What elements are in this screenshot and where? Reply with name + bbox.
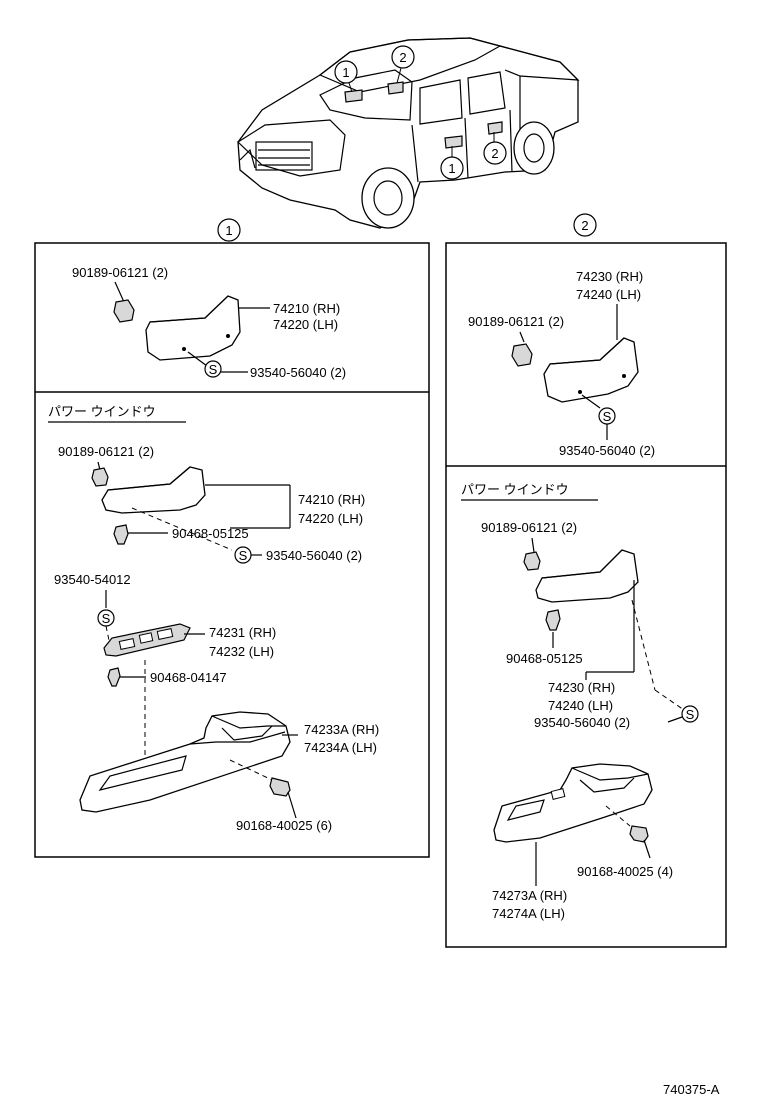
panel1p-switch-rh: 74231 (RH)	[209, 625, 276, 640]
panel2p-handle-lh: 74240 (LH)	[548, 698, 613, 713]
panel2p-base-part	[493, 763, 653, 843]
svg-text:S: S	[102, 611, 111, 626]
panel1p-switch-screw-label: 93540-54012	[54, 572, 131, 587]
panel1p-retainer-label: 90468-05125	[172, 526, 249, 541]
panel2p-handle-rh: 74230 (RH)	[548, 680, 615, 695]
panel1-handle-rh: 74210 (RH)	[273, 301, 340, 316]
vehicle-callout-1-front: 1	[334, 60, 358, 93]
svg-text:1: 1	[448, 161, 455, 176]
panel1p-base-part	[79, 711, 291, 813]
diagram-code: 740375-A	[663, 1082, 720, 1097]
svg-text:2: 2	[399, 50, 406, 65]
panel-1-standard: 90189-06121 (2) 74210 (RH) 74220 (LH) S …	[72, 265, 346, 380]
vehicle-callout-2-door: 2	[483, 132, 507, 165]
panel1-handle-part	[145, 295, 241, 361]
panel2p-retainer-label: 90468-05125	[506, 651, 583, 666]
panel1-clip-part	[113, 299, 135, 323]
panel1-handle-lh: 74220 (LH)	[273, 317, 338, 332]
panel1-power-heading: パワー ウインドウ	[48, 404, 156, 419]
panel2p-bolt-part	[629, 825, 649, 843]
panel2p-clip-part	[523, 551, 541, 571]
panel1p-screw-label: 93540-56040 (2)	[266, 548, 362, 563]
svg-text:1: 1	[225, 223, 232, 238]
panel2-screw-label: 93540-56040 (2)	[559, 443, 655, 458]
panel-1-frame	[34, 242, 430, 858]
panel2p-bolt-label: 90168-40025 (4)	[577, 864, 673, 879]
panel2p-base-rh: 74273A (RH)	[492, 888, 567, 903]
panel-2-power-window: パワー ウインドウ 90189-06121 (2) 90468-05125 74…	[461, 482, 699, 921]
panel1p-switch-lh: 74232 (LH)	[209, 644, 274, 659]
panel2p-base-lh: 74274A (LH)	[492, 906, 565, 921]
panel2-clip-part	[511, 343, 533, 367]
panel-2-frame	[445, 242, 727, 948]
panel1p-base-rh: 74233A (RH)	[304, 722, 379, 737]
panel1p-handle-part	[101, 466, 206, 514]
panel1p-retainer-part	[113, 524, 129, 545]
panel1p-handle-rh: 74210 (RH)	[298, 492, 365, 507]
panel1p-handle-lh: 74220 (LH)	[298, 511, 363, 526]
section-callout-2: 2	[573, 213, 597, 237]
panel1p-clip-part	[91, 467, 109, 487]
panel1p-switch-clip-part	[107, 667, 121, 687]
svg-text:2: 2	[581, 218, 588, 233]
vehicle-callout-1-door: 1	[440, 146, 464, 180]
panel-2-standard: 74230 (RH) 74240 (LH) 90189-06121 (2) S …	[468, 269, 655, 458]
section-callout-1: 1	[217, 218, 241, 242]
panel1-clip-label: 90189-06121 (2)	[72, 265, 168, 280]
vehicle-callout-2-rear: 2	[391, 45, 415, 84]
svg-text:S: S	[209, 362, 218, 377]
panel2-handle-rh: 74230 (RH)	[576, 269, 643, 284]
panel-1-power-window: パワー ウインドウ 90189-06121 (2) 74210 (RH) 742…	[48, 404, 379, 833]
vehicle-illustration	[237, 37, 580, 229]
panel1p-base-lh: 74234A (LH)	[304, 740, 377, 755]
panel2-handle-part	[543, 337, 639, 403]
panel1p-bolt-part	[269, 777, 291, 797]
panel2p-clip-label: 90189-06121 (2)	[481, 520, 577, 535]
panel2p-screw-symbol	[681, 705, 699, 723]
panel1p-clip-label: 90189-06121 (2)	[58, 444, 154, 459]
panel2p-handle-part	[535, 549, 639, 603]
panel1-screw-symbol	[204, 360, 222, 378]
svg-text:S: S	[239, 548, 248, 563]
panel2p-screw-label: 93540-56040 (2)	[534, 715, 630, 730]
panel2-clip-label: 90189-06121 (2)	[468, 314, 564, 329]
svg-text:1: 1	[342, 65, 349, 80]
panel1-screw-label: 93540-56040 (2)	[250, 365, 346, 380]
svg-text:2: 2	[491, 146, 498, 161]
panel2p-retainer-part	[545, 609, 561, 631]
panel1p-switch-clip-label: 90468-04147	[150, 670, 227, 685]
panel2-power-heading: パワー ウインドウ	[461, 482, 569, 497]
svg-text:S: S	[603, 409, 612, 424]
svg-text:S: S	[686, 707, 695, 722]
panel2-handle-lh: 74240 (LH)	[576, 287, 641, 302]
panel1p-bolt-label: 90168-40025 (6)	[236, 818, 332, 833]
